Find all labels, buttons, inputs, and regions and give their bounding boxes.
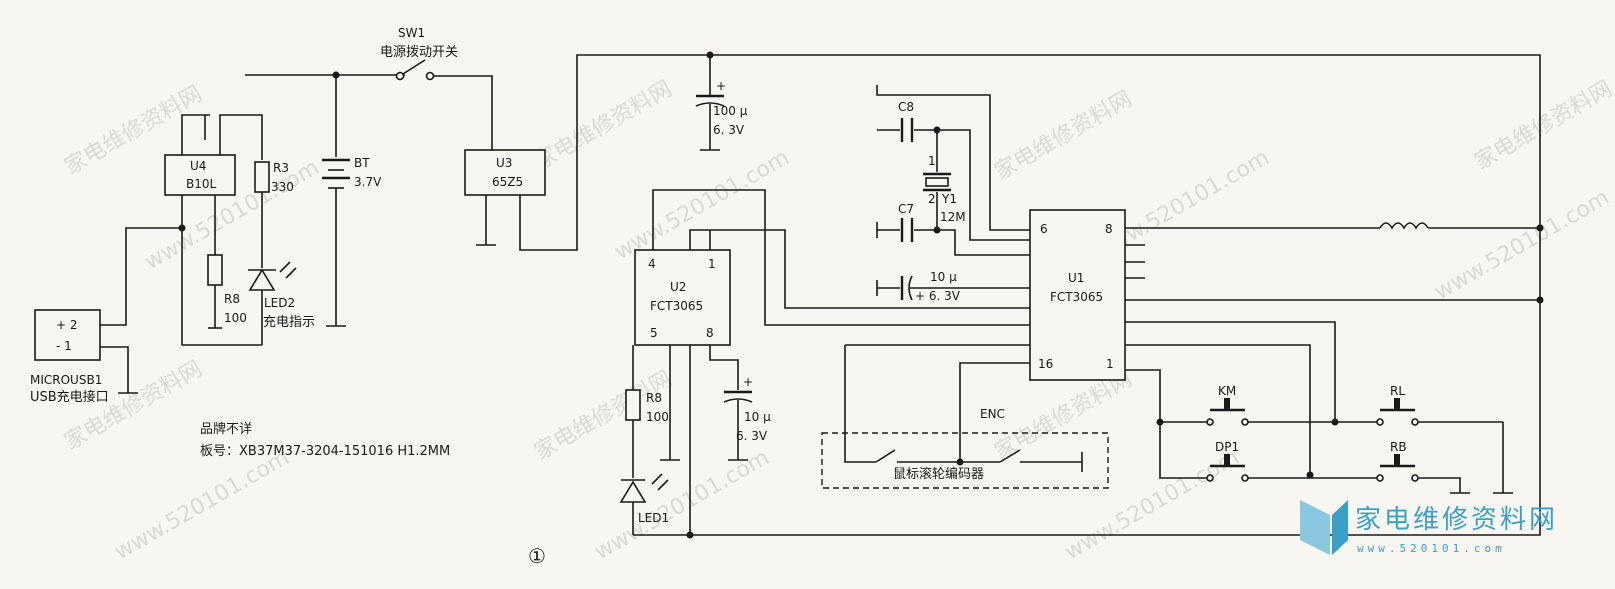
r3-ref: R3 bbox=[273, 161, 289, 175]
r8b-ref: R8 bbox=[646, 391, 662, 405]
watermark-url: www.520101.com bbox=[111, 445, 294, 565]
c10b-val: 10 µ bbox=[744, 410, 771, 424]
board-note: 板号：XB37M37-3204-151016 H1.2MM bbox=[200, 444, 450, 459]
usb-desc: USB充电接口 bbox=[30, 389, 109, 405]
c10b-volt: 6. 3V bbox=[736, 429, 768, 443]
usb-pin2: + 2 bbox=[56, 318, 78, 332]
y1-crystal bbox=[925, 177, 949, 187]
sw1-contact bbox=[425, 71, 435, 81]
watermark-url: www.520101.com bbox=[1431, 185, 1614, 305]
y1-val: 12M bbox=[940, 210, 966, 224]
r8b-resistor bbox=[625, 389, 641, 421]
led2-ref: LED2 bbox=[264, 296, 295, 310]
sw1-ref: SW1 bbox=[398, 26, 425, 40]
u2-chip bbox=[634, 249, 731, 346]
crystal-section: C8 1 2 Y1 12M C7 10 µ + 6. 3V bbox=[876, 85, 1030, 303]
led1-ref: LED1 bbox=[638, 511, 669, 525]
c7-ref: C7 bbox=[898, 202, 914, 216]
u3-chip bbox=[464, 149, 546, 196]
enc-box bbox=[821, 432, 1109, 489]
u4-chip bbox=[164, 154, 236, 196]
bt-ref: BT bbox=[354, 156, 370, 170]
u2-section: U2 FCT3065 4 1 5 8 + 10 µ 6. 3V R8 100 L… bbox=[619, 189, 1030, 539]
y1-pin2: 2 bbox=[928, 192, 936, 206]
brand-name: 家电维修资料网 bbox=[1355, 505, 1558, 535]
u1-pin6: 6 bbox=[1040, 222, 1048, 236]
brand-logo: 家电维修资料网 www.520101.com bbox=[1300, 500, 1558, 555]
charging-section: U4 B10L R3 330 LED2 充电指示 R8 100 B bbox=[30, 26, 1541, 568]
u1-chip bbox=[1029, 209, 1126, 381]
main-cap-section: + 100 µ 6. 3V bbox=[695, 51, 748, 151]
cap-plus: + bbox=[716, 79, 726, 93]
sw1-desc: 电源拨动开关 bbox=[380, 45, 458, 60]
u1-val: FCT3065 bbox=[1050, 290, 1103, 304]
r8-resistor bbox=[207, 254, 223, 286]
cap-volt: 6. 3V bbox=[713, 123, 745, 137]
watermark-text: 家电维修资料网 bbox=[61, 357, 207, 456]
enc-ref: ENC bbox=[980, 407, 1005, 421]
u1-pin16: 16 bbox=[1038, 357, 1053, 371]
led2-diode bbox=[248, 268, 276, 291]
watermark-text: 家电维修资料网 bbox=[991, 367, 1137, 466]
rl-ref: RL bbox=[1390, 384, 1405, 398]
enc-desc: 鼠标滚轮编码器 bbox=[893, 466, 984, 482]
r8a-val: 100 bbox=[224, 311, 247, 325]
watermark-text: 家电维修资料网 bbox=[1471, 77, 1615, 176]
c10a-volt: + 6. 3V bbox=[915, 289, 961, 303]
r3-resistor bbox=[254, 161, 270, 193]
u4-val: B10L bbox=[186, 177, 217, 191]
u1-ref: U1 bbox=[1068, 271, 1084, 285]
u1-section: U1 FCT3065 6 8 16 1 bbox=[845, 209, 1544, 475]
c8-ref: C8 bbox=[898, 100, 914, 114]
encoder-section: ENC 鼠标滚轮编码器 bbox=[821, 345, 1109, 489]
u2-val: FCT3065 bbox=[650, 299, 703, 313]
watermark-text: 家电维修资料网 bbox=[531, 77, 677, 176]
bt-val: 3.7V bbox=[354, 175, 382, 189]
dp1-ref: DP1 bbox=[1215, 440, 1239, 454]
u1-pin8: 8 bbox=[1105, 222, 1113, 236]
cap-val: 100 µ bbox=[713, 104, 748, 118]
rb-ref: RB bbox=[1390, 440, 1407, 454]
sw1-lever bbox=[402, 59, 426, 75]
c10a-val: 10 µ bbox=[930, 270, 957, 284]
u2-pin1: 1 bbox=[708, 257, 716, 271]
brand-note: 品牌不详 bbox=[200, 421, 252, 437]
u4-ref: U4 bbox=[190, 159, 206, 173]
u2-pin8: 8 bbox=[706, 326, 714, 340]
usb-pin1: - 1 bbox=[56, 339, 72, 353]
c10b-plus: + bbox=[743, 375, 753, 389]
watermark-url: www.520101.com bbox=[1061, 445, 1244, 565]
y1-pin1: 1 bbox=[928, 154, 936, 168]
led1-diode bbox=[619, 480, 647, 503]
usb-ref: MICROUSB1 bbox=[30, 373, 102, 387]
sw1-contact bbox=[395, 71, 405, 81]
r8a-ref: R8 bbox=[224, 292, 240, 306]
buttons-section: KM RL DP1 RB bbox=[1156, 384, 1513, 494]
watermark-url: www.520101.com bbox=[591, 445, 774, 565]
u3-ref: U3 bbox=[496, 156, 512, 170]
brand-url: www.520101.com bbox=[1357, 542, 1506, 555]
km-ref: KM bbox=[1218, 384, 1236, 398]
r3-val: 330 bbox=[271, 180, 294, 194]
u2-ref: U2 bbox=[670, 280, 686, 294]
r8b-val: 100 bbox=[646, 410, 669, 424]
u2-pin4: 4 bbox=[648, 257, 656, 271]
y1-ref: Y1 bbox=[941, 192, 957, 206]
watermark-url: www.520101.com bbox=[611, 145, 794, 265]
watermark-text: 家电维修资料网 bbox=[991, 87, 1137, 186]
led2-desc: 充电指示 bbox=[263, 314, 315, 330]
u1-pin1: 1 bbox=[1106, 357, 1114, 371]
u2-pin5: 5 bbox=[650, 326, 658, 340]
usb-connector bbox=[34, 309, 101, 361]
figure-number: ① bbox=[528, 544, 546, 568]
u3-val: 65Z5 bbox=[492, 175, 523, 189]
